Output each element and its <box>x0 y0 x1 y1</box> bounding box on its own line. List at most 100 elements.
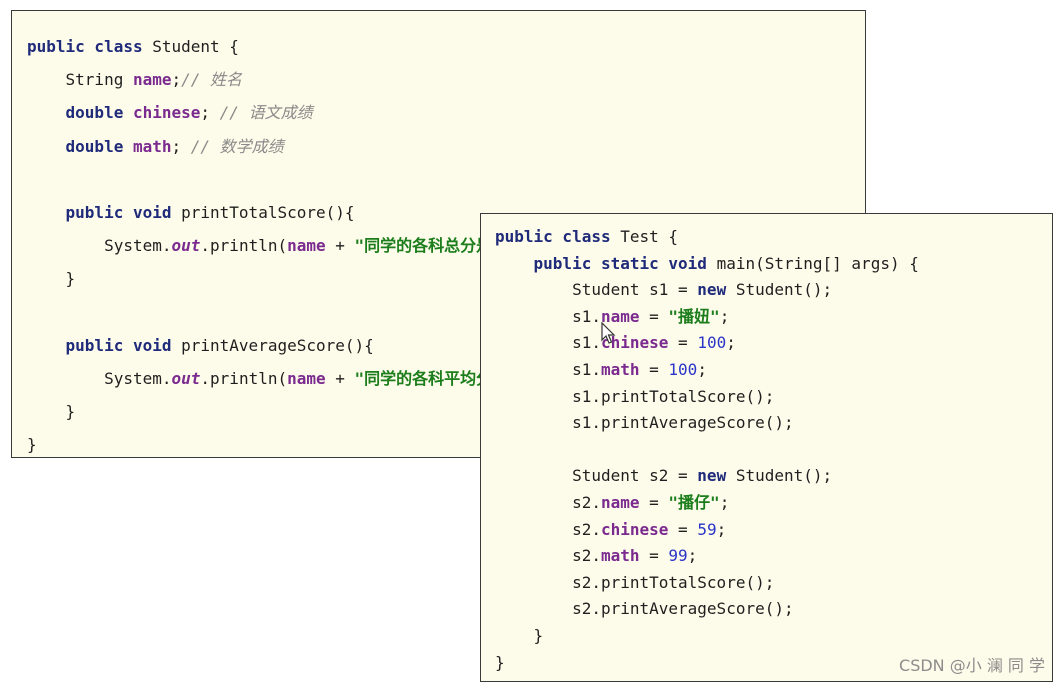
code-token: System. <box>27 236 172 256</box>
code-token: public class <box>495 227 621 246</box>
test-code-line: public static void main(String[] args) { <box>495 251 1052 278</box>
test-code-line: s2.name = "播仔"; <box>495 490 1052 517</box>
code-token: name <box>600 492 640 512</box>
student-code-line: double math; // 数学成绩 <box>27 130 865 163</box>
code-token: } <box>27 402 76 422</box>
student-code-line: } <box>27 428 865 457</box>
test-code-line: s2.printAverageScore(); <box>495 596 1052 623</box>
code-token: Student(); <box>735 466 833 486</box>
test-code-line: Student s2 = new Student(); <box>495 463 1052 490</box>
code-token: s2. <box>495 492 601 512</box>
test-code-line: s1.math = 100; <box>495 357 1052 384</box>
code-token: "播仔" <box>668 492 720 512</box>
code-token: // 语文成绩 <box>219 103 313 123</box>
code-token: ; <box>726 333 736 353</box>
code-token: ; <box>719 492 730 512</box>
code-token: s2. <box>495 546 601 566</box>
code-token: ; <box>171 70 182 90</box>
code-token: .println( <box>200 236 288 256</box>
code-token: out <box>171 236 201 256</box>
code-token: = <box>668 519 698 539</box>
student-code-line <box>27 163 865 196</box>
code-token: public class <box>27 37 153 56</box>
code-token: ; <box>697 359 707 379</box>
code-token: = <box>639 359 669 379</box>
code-token: = <box>639 546 669 566</box>
code-token: out <box>171 368 201 388</box>
code-token: System. <box>27 368 172 388</box>
code-token: ; <box>716 519 727 539</box>
code-token: Test { <box>620 227 679 246</box>
code-token: chinese <box>600 333 669 353</box>
code-token: String <box>27 70 133 90</box>
code-token: 99 <box>668 546 688 566</box>
code-token: s1.printAverageScore(); <box>495 413 794 433</box>
test-code-line <box>495 437 1052 464</box>
code-token: = <box>639 306 669 326</box>
code-token: chinese <box>600 519 669 539</box>
code-token: name <box>287 236 326 256</box>
code-token: Student { <box>152 37 239 56</box>
student-code-line: } <box>27 395 865 428</box>
code-token: ; <box>719 306 730 326</box>
student-code-line: public class Student { <box>27 30 865 63</box>
watermark: CSDN @小 澜 同 学 <box>899 656 1045 675</box>
test-class-code-panel: public class Test { public static void m… <box>480 213 1053 682</box>
code-token: // 姓名 <box>181 70 243 90</box>
code-token: } <box>495 652 505 672</box>
test-code-line: s2.printTotalScore(); <box>495 570 1052 597</box>
code-token: printAverageScore(){ <box>181 335 374 355</box>
code-token: name <box>287 368 326 388</box>
code-token: = <box>668 333 698 353</box>
code-token: name <box>132 70 172 90</box>
student-code-line: public void printTotalScore(){ <box>27 196 865 229</box>
code-token: s2. <box>495 519 601 539</box>
code-token: chinese <box>132 103 201 123</box>
code-token: Student(); <box>735 280 833 300</box>
test-code-line: s2.math = 99; <box>495 543 1052 570</box>
code-token: s2.printAverageScore(); <box>495 599 794 619</box>
student-code-line: System.out.println(name + "同学的各科总分是：" <box>27 229 865 262</box>
code-token: double <box>27 136 133 156</box>
test-code-line: s1.printTotalScore(); <box>495 384 1052 411</box>
test-code-line: s1.printAverageScore(); <box>495 410 1052 437</box>
student-code-line: } <box>27 262 865 295</box>
code-token: Student s1 = <box>495 280 698 300</box>
code-token: math <box>132 136 172 156</box>
code-token: s1. <box>495 359 601 379</box>
test-code-line: } <box>495 650 1052 677</box>
code-token: 100 <box>668 359 698 379</box>
test-code-line: s1.name = "播妞"; <box>495 304 1052 331</box>
code-token: + <box>325 368 355 388</box>
student-code-line: public void printAverageScore(){ <box>27 329 865 362</box>
test-code-line: } <box>495 623 1052 650</box>
code-token: public void <box>27 335 182 355</box>
code-token: s1.printTotalScore(); <box>495 386 775 406</box>
code-token: ; <box>200 103 220 123</box>
code-token: double <box>27 103 133 123</box>
code-token: math <box>600 546 640 566</box>
code-token: public void <box>27 202 182 222</box>
code-token: "播妞" <box>668 306 720 326</box>
code-token: ; <box>687 546 698 566</box>
student-code-line: String name;// 姓名 <box>27 63 865 96</box>
code-token: math <box>600 359 640 379</box>
test-code-line: public class Test { <box>495 224 1052 251</box>
code-token: } <box>27 269 76 289</box>
code-token: 59 <box>697 519 717 539</box>
test-code-line: Student s1 = new Student(); <box>495 277 1052 304</box>
code-token: } <box>27 435 37 455</box>
code-token: s1. <box>495 306 601 326</box>
test-code-line: s1.chinese = 100; <box>495 330 1052 357</box>
code-token: // 数学成绩 <box>190 136 284 156</box>
code-token: printTotalScore(){ <box>181 202 355 222</box>
code-token: s1. <box>495 333 601 353</box>
code-token: + <box>325 236 355 256</box>
code-token: name <box>600 306 640 326</box>
code-token: new <box>697 280 736 300</box>
student-code-line: double chinese; // 语文成绩 <box>27 96 865 129</box>
code-token: Student s2 = <box>495 466 698 486</box>
code-token: main(String[] args) { <box>716 253 919 273</box>
code-token: s2.printTotalScore(); <box>495 572 775 592</box>
code-token: new <box>697 466 736 486</box>
